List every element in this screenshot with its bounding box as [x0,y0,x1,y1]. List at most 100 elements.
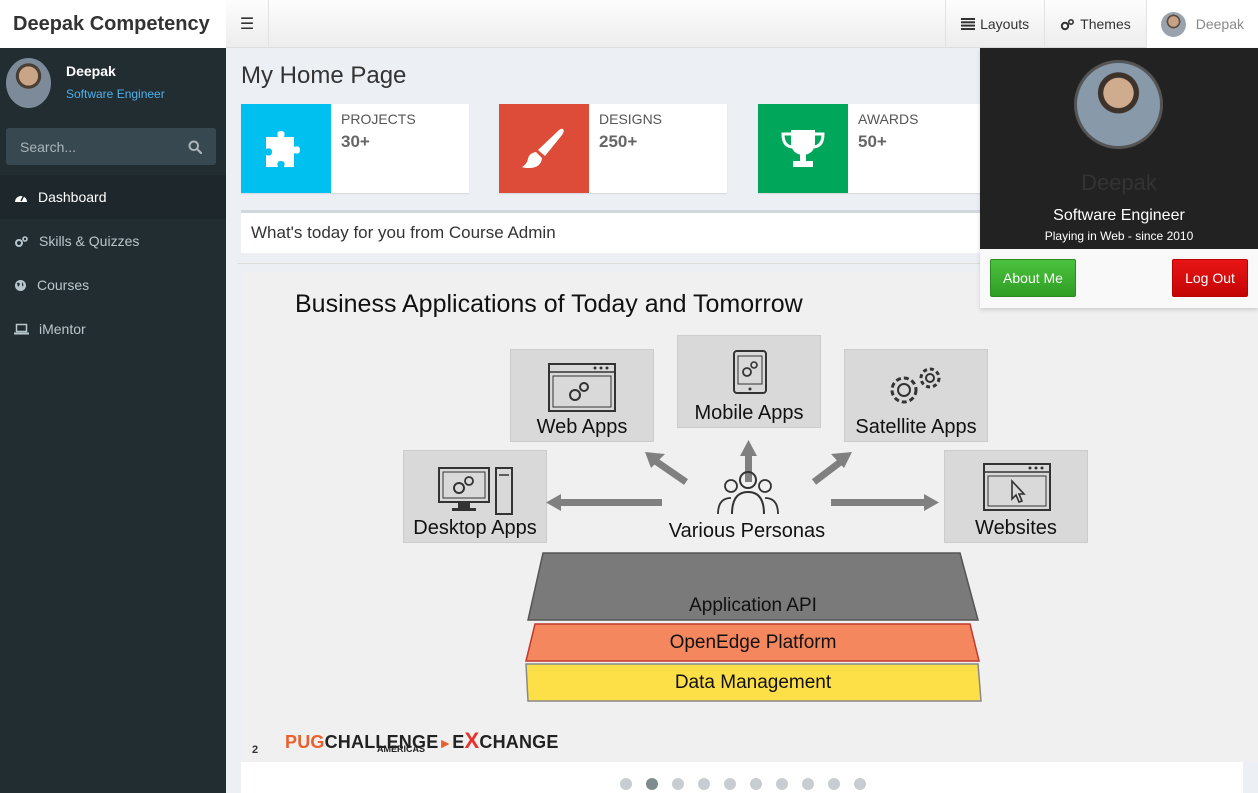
about-me-button[interactable]: About Me [990,259,1076,297]
info-icon-box [499,104,589,193]
slide-title: Business Applications of Today and Tomor… [295,290,803,318]
navbar-avatar [1160,11,1186,37]
info-box-projects: PROJECTS 30+ [241,104,469,193]
personas-label: Various Personas [668,520,826,542]
cogs-icon [1060,18,1075,30]
sidebar-menu: Dashboard Skills & Quizzes Courses iMent… [0,175,226,351]
info-box-designs: DESIGNS 250+ [499,104,727,193]
persona-arrows [546,440,939,511]
tile-web-apps: Web Apps [510,349,654,442]
logo-challenge: CHALLENGE [324,732,439,752]
logo-x: X [464,728,480,753]
carousel-dot[interactable] [828,778,840,790]
tile-websites: Websites [944,450,1088,543]
layouts-label: Layouts [980,16,1030,32]
carousel-dot[interactable] [620,778,632,790]
logo-pug: PUG [285,732,325,752]
info-value: 250+ [599,132,638,151]
carousel-dot[interactable] [750,778,762,790]
logo-americas: AMERICAS [377,744,426,754]
tile-label: Desktop Apps [413,517,537,539]
tile-satellite-apps: Satellite Apps [844,349,988,442]
desktop-icon [438,467,513,515]
dropdown-user-since: Playing in Web - since 2010 [1044,229,1194,243]
sidebar-item-courses[interactable]: Courses [0,263,226,307]
carousel-dot[interactable] [776,778,788,790]
carousel-dots [620,778,866,790]
carousel-dot[interactable] [854,778,866,790]
layouts-menu[interactable]: Layouts [945,0,1044,48]
logo-change: CHANGE [479,732,559,752]
sidebar-search [6,128,216,165]
paint-brush-icon [522,128,564,168]
pug-challenge-logo: PUGCHALLENGE►EXCHANGE AMERICAS [285,728,559,754]
carousel-dot[interactable] [724,778,736,790]
tile-label: Mobile Apps [694,402,804,424]
dropdown-user-name: Deepak [1081,170,1157,195]
carousel-dot[interactable] [802,778,814,790]
carousel-dot[interactable] [672,778,684,790]
logo-e: E [452,732,465,752]
user-dropdown: Deepak Software Engineer Playing in Web … [980,48,1258,308]
info-label: PROJECTS [341,111,416,127]
info-icon-box [758,104,848,193]
sidebar: Deepak Software Engineer Dashboard Skill… [0,48,226,793]
top-navbar: ☰ Layouts Themes Deepak [226,0,1258,48]
browser-gears-icon [548,363,616,412]
gears-icon [890,367,941,404]
puzzle-icon [266,130,300,167]
navbar-right: Layouts Themes Deepak [945,0,1258,48]
carousel-slide: Business Applications of Today and Tomor… [241,272,1258,762]
page-title: My Home Page [241,62,407,89]
platform-stack [525,552,982,702]
sidebar-item-imentor[interactable]: iMentor [0,307,226,351]
search-icon [188,140,202,154]
tile-mobile-apps: Mobile Apps [677,335,821,428]
sidebar-user-name: Deepak [66,63,116,79]
sidebar-item-skills-quizzes[interactable]: Skills & Quizzes [0,219,226,263]
search-input[interactable] [20,138,180,155]
list-icon [961,18,976,30]
sidebar-item-label: iMentor [39,321,86,337]
personas-icon [717,471,779,515]
themes-menu[interactable]: Themes [1044,0,1146,48]
app-brand[interactable]: Deepak Competency [0,0,226,48]
browser-cursor-icon [983,463,1051,511]
navbar-user-name: Deepak [1195,16,1244,32]
sidebar-user-role: Software Engineer [66,87,165,101]
divider [237,263,981,264]
dropdown-avatar [1074,60,1163,149]
info-value: 50+ [858,132,887,151]
trophy-icon [781,129,825,167]
tile-desktop-apps: Desktop Apps [403,450,547,543]
tile-label: Satellite Apps [855,416,977,438]
tile-label: Websites [975,517,1057,539]
log-out-button[interactable]: Log Out [1172,259,1248,297]
sidebar-user-panel: Deepak Software Engineer [0,48,226,118]
laptop-icon [14,323,29,335]
course-admin-title: What's today for you from Course Admin [251,223,556,242]
sidebar-item-label: Dashboard [38,189,107,205]
sidebar-item-dashboard[interactable]: Dashboard [0,175,226,219]
user-menu[interactable]: Deepak [1145,0,1258,48]
tile-label: Web Apps [536,416,628,438]
themes-label: Themes [1080,16,1131,32]
info-label: AWARDS [858,111,919,127]
info-value: 30+ [341,132,370,151]
sidebar-item-label: Courses [37,277,90,293]
sidebar-toggle-button[interactable]: ☰ [226,0,269,48]
layer-application-api: Application API [689,595,817,616]
carousel-dot[interactable] [698,778,710,790]
bars-icon: ☰ [239,16,255,33]
sidebar-item-label: Skills & Quizzes [39,233,140,249]
search-button[interactable] [188,140,202,154]
info-label: DESIGNS [599,111,663,127]
carousel-indicators [241,762,1243,793]
carousel-dot[interactable] [646,778,658,790]
cogs-icon [15,235,28,247]
info-box-awards: AWARDS 50+ [758,104,986,193]
dropdown-user-role: Software Engineer [1053,207,1185,224]
dashboard-icon [15,195,27,202]
user-dropdown-header: Deepak Software Engineer Playing in Web … [980,48,1258,249]
layer-data-management: Data Management [674,672,832,693]
